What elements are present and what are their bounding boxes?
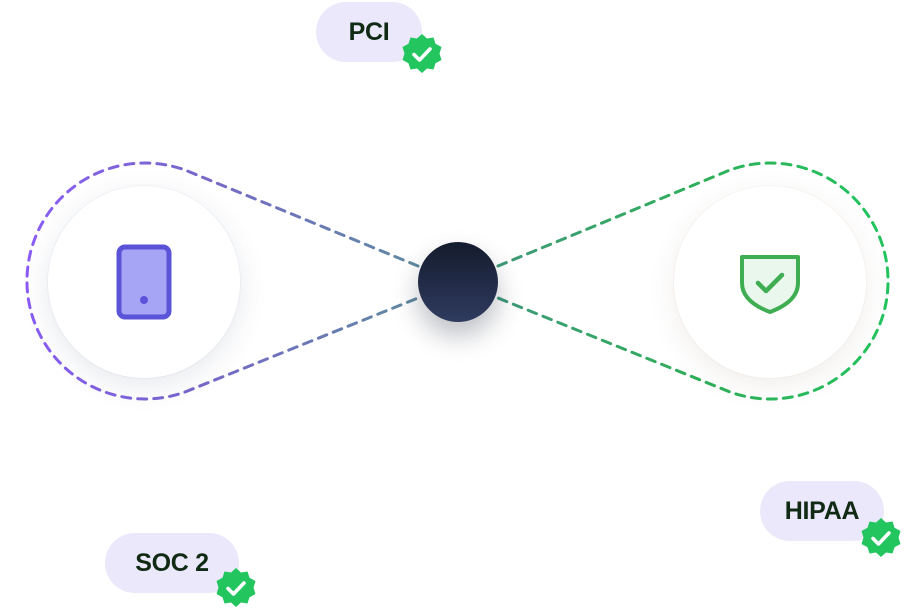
device-node [48, 186, 240, 378]
security-node [674, 186, 866, 378]
central-hub [418, 242, 498, 322]
hipaa-badge-label: HIPAA [784, 496, 860, 525]
shield-check-icon [740, 255, 800, 314]
soc2-badge: SOC 2 [105, 533, 239, 593]
verified-check-icon [402, 34, 442, 73]
right-dashed-loop [496, 161, 890, 401]
verified-check-icon [216, 568, 256, 607]
tablet-icon [116, 244, 172, 320]
left-dashed-loop [25, 161, 420, 401]
soc2-badge-label: SOC 2 [135, 548, 209, 577]
pci-badge-label: PCI [348, 17, 390, 46]
verified-check-icon [861, 518, 901, 557]
